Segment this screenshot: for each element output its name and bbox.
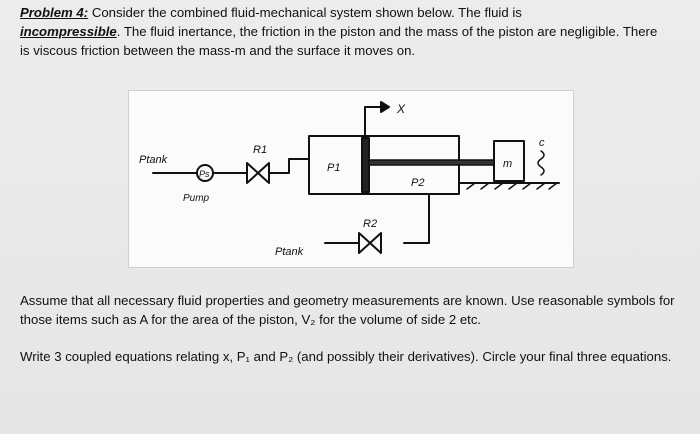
p2-label: P2 [411,177,424,189]
assumptions-paragraph: Assume that all necessary fluid properti… [20,293,675,327]
x-position-line [364,106,388,137]
tank-bottom-label: Ptank [275,246,304,258]
ground-hatch [466,182,558,190]
p1-label: P1 [327,162,340,174]
r1-label: R1 [253,144,267,156]
system-diagram-svg: X Ptank Ps Pump R1 P1 P2 R2 Ptank m c [139,101,560,258]
ps-label: Ps [199,169,210,179]
problem-rest-text: . The fluid inertance, the friction in t… [20,24,658,58]
damper-c-label: c [539,137,545,149]
incompressible-keyword: incompressible [20,24,117,39]
problem-label: Problem 4: [20,5,89,20]
x-arrow-icon [380,101,390,113]
p2-return-line [403,193,430,244]
x-label: X [396,102,406,116]
valve-r1-icon [246,162,270,184]
mass-block [493,140,525,182]
pump-label: Pump [183,193,210,204]
problem-lead-text: Consider the combined fluid-mechanical s… [88,5,522,20]
line-to-p1 [268,158,310,174]
tank-left-label: Ptank [139,154,168,166]
problem-statement: Problem 4: Consider the combined fluid-m… [20,3,660,60]
damper-symbol [537,150,545,176]
task-paragraph: Write 3 coupled equations relating x, P₁… [20,349,672,364]
mass-label: m [503,158,512,170]
system-diagram: X Ptank Ps Pump R1 P1 P2 R2 Ptank m c [128,90,574,268]
piston [361,137,370,193]
r2-label: R2 [363,218,377,230]
valve-r2-icon [358,232,382,254]
piston-rod [368,159,495,166]
